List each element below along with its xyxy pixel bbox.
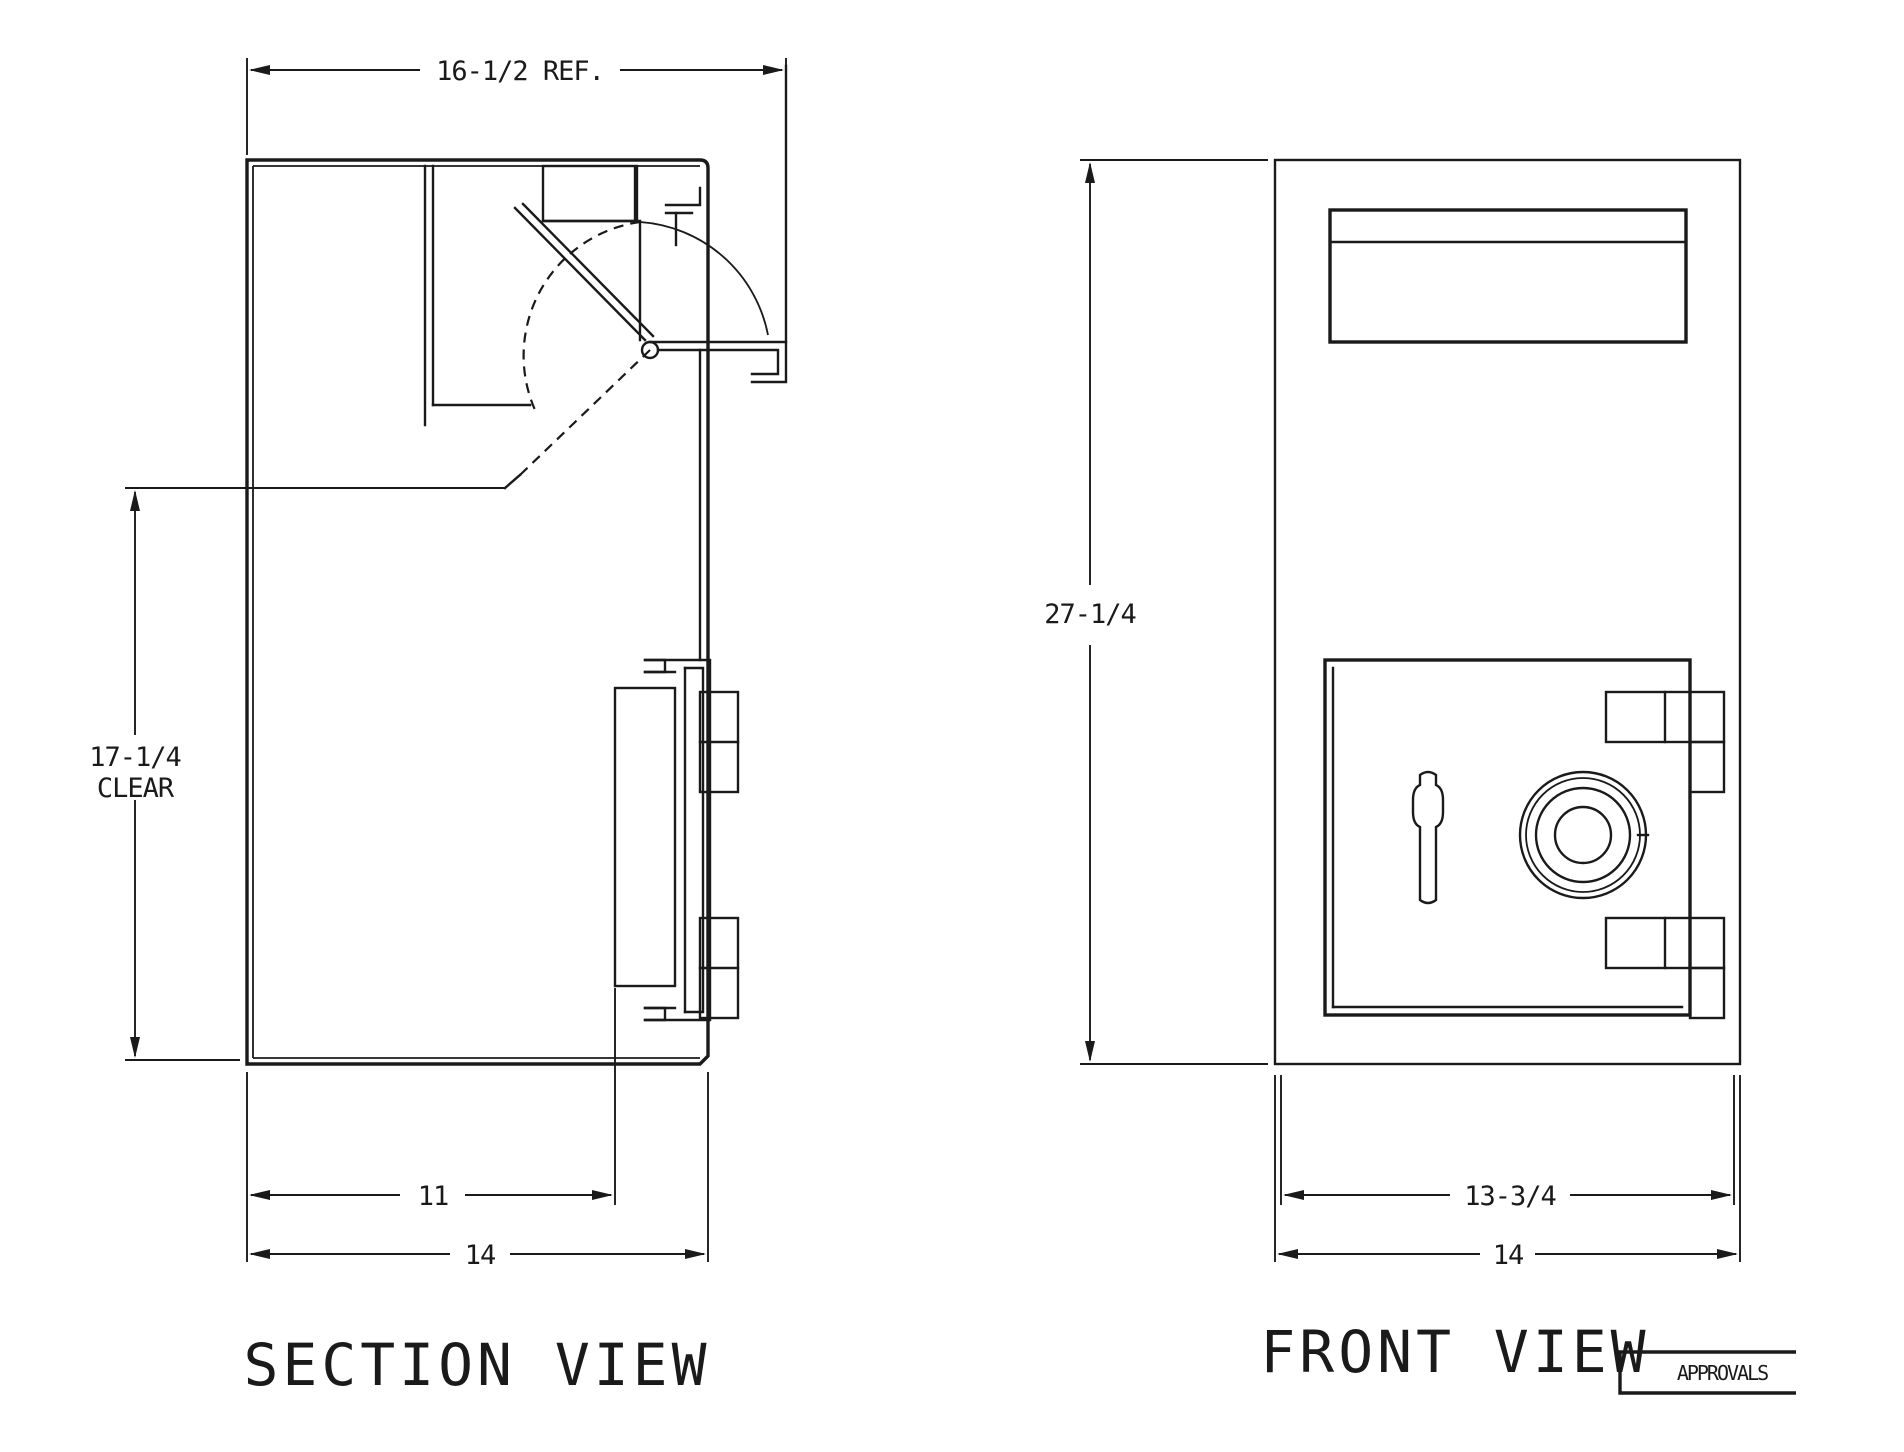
combination-dial-icon <box>1518 770 1650 900</box>
front-door <box>1323 658 1692 1017</box>
dim-section-clear-height: 17-1/4 CLEAR <box>89 487 505 1061</box>
drop-chute-section <box>423 64 788 490</box>
dim-front-overall-width: 14 <box>1274 1075 1741 1271</box>
approvals-label: APPROVALS <box>1677 1361 1768 1385</box>
front-view: 27-1/4 13-3/4 14 FRONT VIEW <box>1044 158 1742 1386</box>
dim-label-16-1-2-ref: 16-1/2 REF. <box>436 56 604 87</box>
dim-section-overall-depth: 16-1/2 REF. <box>246 56 787 155</box>
dim-front-height: 27-1/4 <box>1044 159 1268 1065</box>
drop-slot <box>1328 208 1688 344</box>
front-body-outline <box>1273 158 1742 1066</box>
dim-label-clear: CLEAR <box>97 773 175 804</box>
section-view: 16-1/2 REF. 17-1/4 CLEAR 11 <box>89 56 788 1399</box>
dim-label-13-3-4: 13-3/4 <box>1464 1181 1556 1212</box>
dim-label-17-1-4: 17-1/4 <box>89 742 181 773</box>
dim-label-14-front: 14 <box>1493 1240 1524 1271</box>
dim-front-inner-width: 13-3/4 <box>1280 1075 1735 1212</box>
dim-label-11: 11 <box>418 1181 449 1212</box>
hinge-top-front <box>1604 690 1726 794</box>
dim-section-inner-depth: 11 <box>246 988 616 1262</box>
front-view-title: FRONT VIEW <box>1260 1318 1649 1386</box>
dim-label-27-1-4: 27-1/4 <box>1044 599 1136 630</box>
dim-section-overall-width: 14 <box>249 1072 709 1271</box>
door-section <box>613 658 740 1022</box>
section-view-title: SECTION VIEW <box>243 1331 710 1399</box>
approvals-block: APPROVALS <box>1618 1350 1796 1395</box>
section-body-outline <box>245 158 710 1066</box>
key-lock-icon <box>1411 770 1445 905</box>
dim-label-14-section: 14 <box>465 1240 496 1271</box>
hinge-bottom-front <box>1604 916 1726 1020</box>
